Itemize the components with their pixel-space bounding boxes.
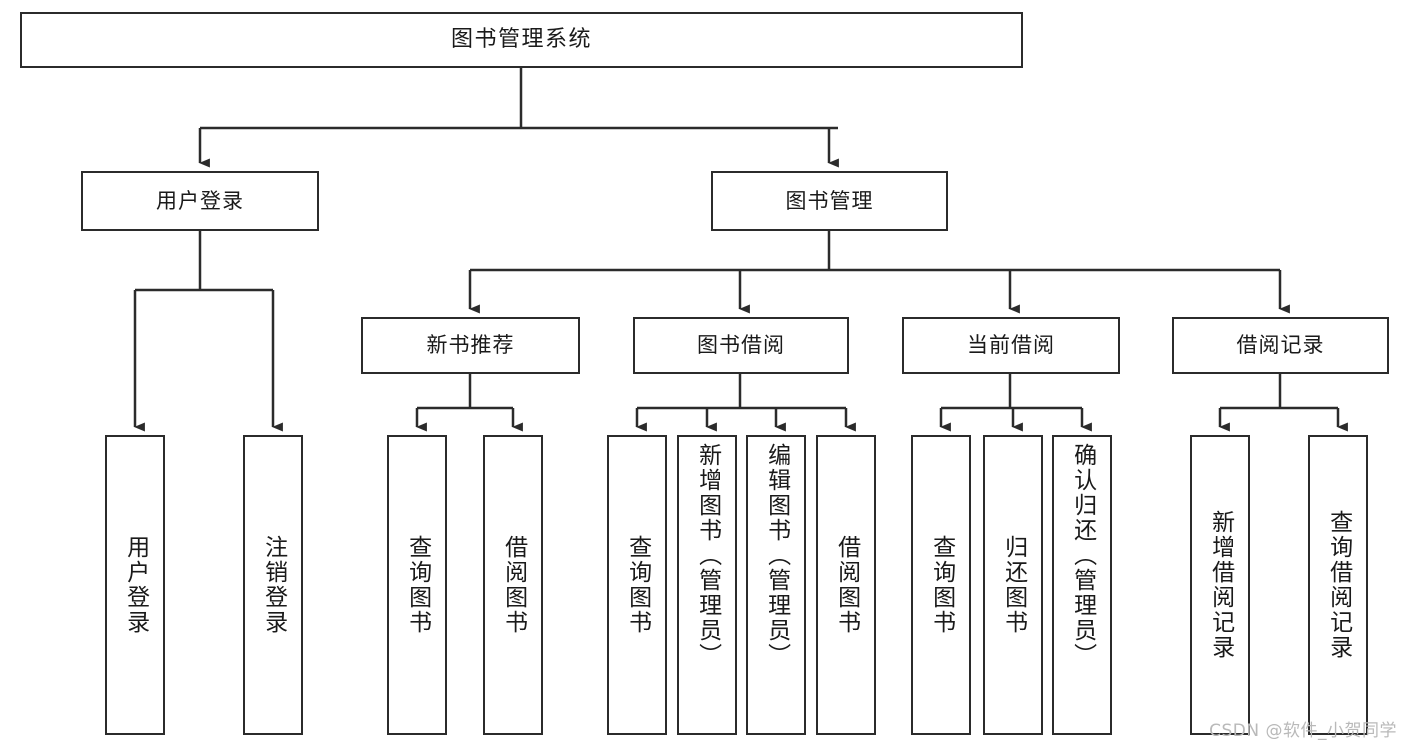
node-leaf-confirm-return-label: 确认归还（管理员） <box>1069 443 1096 668</box>
node-leaf-user-logout-label: 注销登录 <box>260 535 287 635</box>
node-leaf-query-book-recommend[interactable]: 查询图书 <box>387 435 447 735</box>
node-leaf-return-book[interactable]: 归还图书 <box>983 435 1043 735</box>
node-current-borrow-label: 当前借阅 <box>967 333 1055 358</box>
node-leaf-query-borrow-record[interactable]: 查询借阅记录 <box>1308 435 1368 735</box>
node-new-book-recommend[interactable]: 新书推荐 <box>361 317 580 374</box>
node-leaf-query-book-borrow-label: 查询图书 <box>624 535 651 635</box>
node-new-book-recommend-label: 新书推荐 <box>426 333 515 358</box>
node-leaf-add-book-label: 新增图书（管理员） <box>694 443 721 668</box>
node-user-login-label: 用户登录 <box>156 188 244 213</box>
node-leaf-add-book[interactable]: 新增图书（管理员） <box>677 435 737 735</box>
node-leaf-edit-book[interactable]: 编辑图书（管理员） <box>746 435 806 735</box>
node-book-manage[interactable]: 图书管理 <box>711 171 948 231</box>
node-root[interactable]: 图书管理系统 <box>20 12 1023 68</box>
node-leaf-borrow-book-recommend-label: 借阅图书 <box>500 535 527 635</box>
node-book-manage-label: 图书管理 <box>785 188 874 213</box>
node-leaf-borrow-book-recommend[interactable]: 借阅图书 <box>483 435 543 735</box>
node-leaf-query-book-borrow[interactable]: 查询图书 <box>607 435 667 735</box>
watermark-credit: CSDN @软件_小贺同学 <box>1209 721 1397 741</box>
node-leaf-query-book-recommend-label: 查询图书 <box>404 535 431 635</box>
node-leaf-confirm-return[interactable]: 确认归还（管理员） <box>1052 435 1112 735</box>
node-book-borrow-label: 图书借阅 <box>697 333 785 358</box>
node-leaf-user-login-label: 用户登录 <box>122 535 149 635</box>
node-leaf-query-book-current-label: 查询图书 <box>928 535 955 635</box>
node-book-borrow[interactable]: 图书借阅 <box>633 317 849 374</box>
node-leaf-user-logout[interactable]: 注销登录 <box>243 435 303 735</box>
node-leaf-return-book-label: 归还图书 <box>1000 535 1027 635</box>
node-leaf-borrow-book-label: 借阅图书 <box>833 535 860 635</box>
node-borrow-record[interactable]: 借阅记录 <box>1172 317 1389 374</box>
node-leaf-query-borrow-record-label: 查询借阅记录 <box>1325 510 1352 660</box>
node-leaf-borrow-book[interactable]: 借阅图书 <box>816 435 876 735</box>
node-root-label: 图书管理系统 <box>450 27 592 53</box>
node-leaf-query-book-current[interactable]: 查询图书 <box>911 435 971 735</box>
node-borrow-record-label: 借阅记录 <box>1236 333 1325 358</box>
node-leaf-add-borrow-record[interactable]: 新增借阅记录 <box>1190 435 1250 735</box>
node-leaf-user-login[interactable]: 用户登录 <box>105 435 165 735</box>
node-leaf-add-borrow-record-label: 新增借阅记录 <box>1207 510 1234 660</box>
node-current-borrow[interactable]: 当前借阅 <box>902 317 1120 374</box>
node-leaf-edit-book-label: 编辑图书（管理员） <box>763 443 790 668</box>
node-user-login[interactable]: 用户登录 <box>81 171 319 231</box>
